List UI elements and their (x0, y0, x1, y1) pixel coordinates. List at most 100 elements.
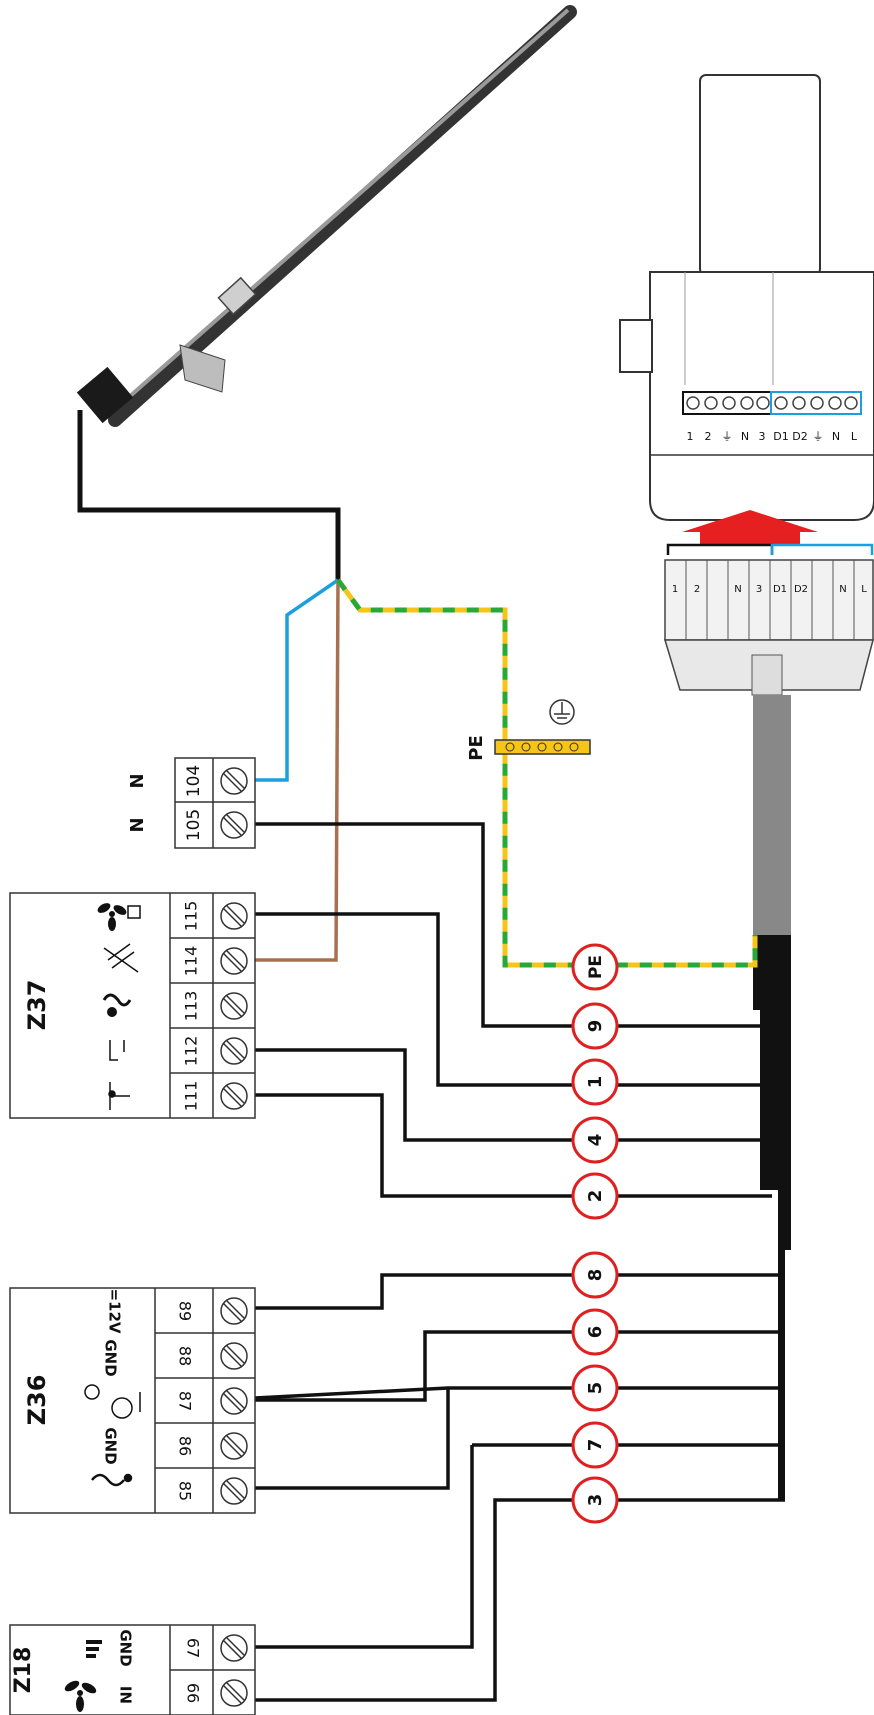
plug-label: 3 (756, 584, 762, 595)
z36-block: Z36 89 88 87 86 85 =12V GND GND (9, 1287, 256, 1514)
device-pin-label: D1 (773, 430, 788, 443)
plug-label: D1 (773, 584, 787, 595)
neutral-label: N (127, 817, 148, 832)
terminal-66-label: 66 (184, 1683, 203, 1703)
wire-markers: PE 9 1 4 2 8 6 5 (571, 943, 619, 1524)
screw-terminal-icon (220, 1432, 248, 1460)
sensor-icon (108, 1082, 130, 1110)
auger-icon (91, 1473, 133, 1487)
device-pin-label: ⏚ (722, 430, 733, 443)
marker-7: 7 (571, 1421, 619, 1469)
plug-connector: 1 2 N 3 D1 D2 N L (663, 543, 874, 696)
z36-gnd-label: GND (102, 1427, 120, 1464)
svg-text:3: 3 (585, 1494, 606, 1507)
terminal-114-label: 114 (182, 946, 201, 977)
sensor-probe (76, 5, 577, 427)
device-pin-label: D2 (792, 430, 807, 443)
arrow-up-icon (682, 510, 818, 545)
terminal-112-label: 112 (182, 1036, 201, 1067)
svg-text:9: 9 (585, 1020, 606, 1033)
z36-title: Z36 (23, 1375, 51, 1426)
device-pin-label: L (851, 430, 858, 443)
marker-pe: PE (571, 943, 619, 991)
terminal-85-label: 85 (176, 1481, 195, 1501)
screw-terminal-icon (220, 1387, 248, 1415)
black-cable-bundle (753, 935, 791, 1500)
z37-title: Z37 (23, 980, 51, 1031)
device-pin-label: 1 (687, 430, 694, 443)
marker-4: 4 (571, 1116, 619, 1164)
z18-title: Z18 (11, 1647, 36, 1694)
marker-3: 3 (571, 1476, 619, 1524)
screw-terminal-icon (220, 767, 248, 795)
svg-text:6: 6 (585, 1326, 606, 1339)
device-terminal-screws (686, 396, 858, 410)
z18-in-label: IN (117, 1686, 135, 1704)
plug-label: 2 (694, 584, 700, 595)
terminal-111-label: 111 (182, 1081, 201, 1112)
z36-12v-label: =12V (106, 1288, 124, 1333)
marker-6: 6 (571, 1308, 619, 1356)
screw-terminal-icon (220, 811, 248, 839)
screw-terminal-icon (220, 902, 248, 930)
terminal-88-label: 88 (176, 1346, 195, 1366)
device-pin-label: N (832, 430, 840, 443)
plug-label: 1 (672, 584, 678, 595)
marker-8: 8 (571, 1251, 619, 1299)
screw-terminal-icon (220, 947, 248, 975)
marker-9: 9 (571, 1002, 619, 1050)
ground-icon (549, 699, 575, 725)
screw-terminal-icon (220, 1342, 248, 1370)
thermostat-icon (109, 1040, 125, 1061)
terminal-104-label: 104 (184, 765, 204, 797)
z18-block: Z18 67 66 GND IN (9, 1624, 256, 1715)
screw-terminal-icon (220, 1037, 248, 1065)
device-pin-label: ⏚ (813, 430, 824, 443)
grey-cable (753, 695, 791, 935)
pe-bar-label: PE (466, 735, 487, 761)
sun-sensor-icon (84, 1384, 141, 1419)
pe-busbar: PE (466, 699, 591, 761)
burner-device: 1 2 ⏚ N 3 D1 D2 ⏚ N L (619, 74, 874, 521)
svg-text:2: 2 (585, 1190, 606, 1203)
screw-terminal-icon (220, 1634, 248, 1662)
terminal-86-label: 86 (176, 1436, 195, 1456)
terminal-67-label: 67 (184, 1638, 203, 1658)
svg-text:5: 5 (585, 1382, 606, 1395)
marker-2: 2 (571, 1172, 619, 1220)
screw-terminal-icon (220, 1679, 248, 1707)
plug-label: N (839, 584, 846, 595)
device-pin-label: 3 (759, 430, 766, 443)
marker-5: 5 (571, 1364, 619, 1412)
screw-terminal-icon (220, 1297, 248, 1325)
svg-text:8: 8 (585, 1269, 606, 1282)
screw-terminal-icon (220, 1082, 248, 1110)
screw-terminal-icon (220, 992, 248, 1020)
screw-terminal-icon (220, 1477, 248, 1505)
auger-icon (102, 993, 132, 1017)
z36-gnd-label: GND (102, 1339, 120, 1376)
device-pin-label: 2 (705, 430, 712, 443)
terminal-89-label: 89 (176, 1301, 195, 1321)
marker-1: 1 (571, 1058, 619, 1106)
terminal-113-label: 113 (182, 991, 201, 1022)
plug-label: D2 (794, 584, 808, 595)
svg-text:4: 4 (585, 1134, 606, 1147)
device-pin-label: N (741, 430, 749, 443)
svg-text:PE: PE (586, 955, 606, 979)
terminal-115-label: 115 (182, 901, 201, 932)
terminal-105-label: 105 (184, 809, 204, 841)
heater-icon (103, 943, 139, 973)
fan-icon (64, 1680, 97, 1712)
terminal-87-label: 87 (176, 1391, 195, 1411)
screw-terminals (220, 767, 248, 1707)
svg-text:1: 1 (585, 1076, 606, 1089)
svg-text:7: 7 (585, 1439, 606, 1452)
plug-label: N (734, 584, 741, 595)
fan-icon (97, 903, 141, 931)
z18-gnd-label: GND (117, 1629, 135, 1666)
z37-block: Z37 115 114 113 112 111 (9, 892, 256, 1119)
signal-bars-icon (86, 1640, 102, 1658)
neutral-label: N (127, 773, 148, 788)
